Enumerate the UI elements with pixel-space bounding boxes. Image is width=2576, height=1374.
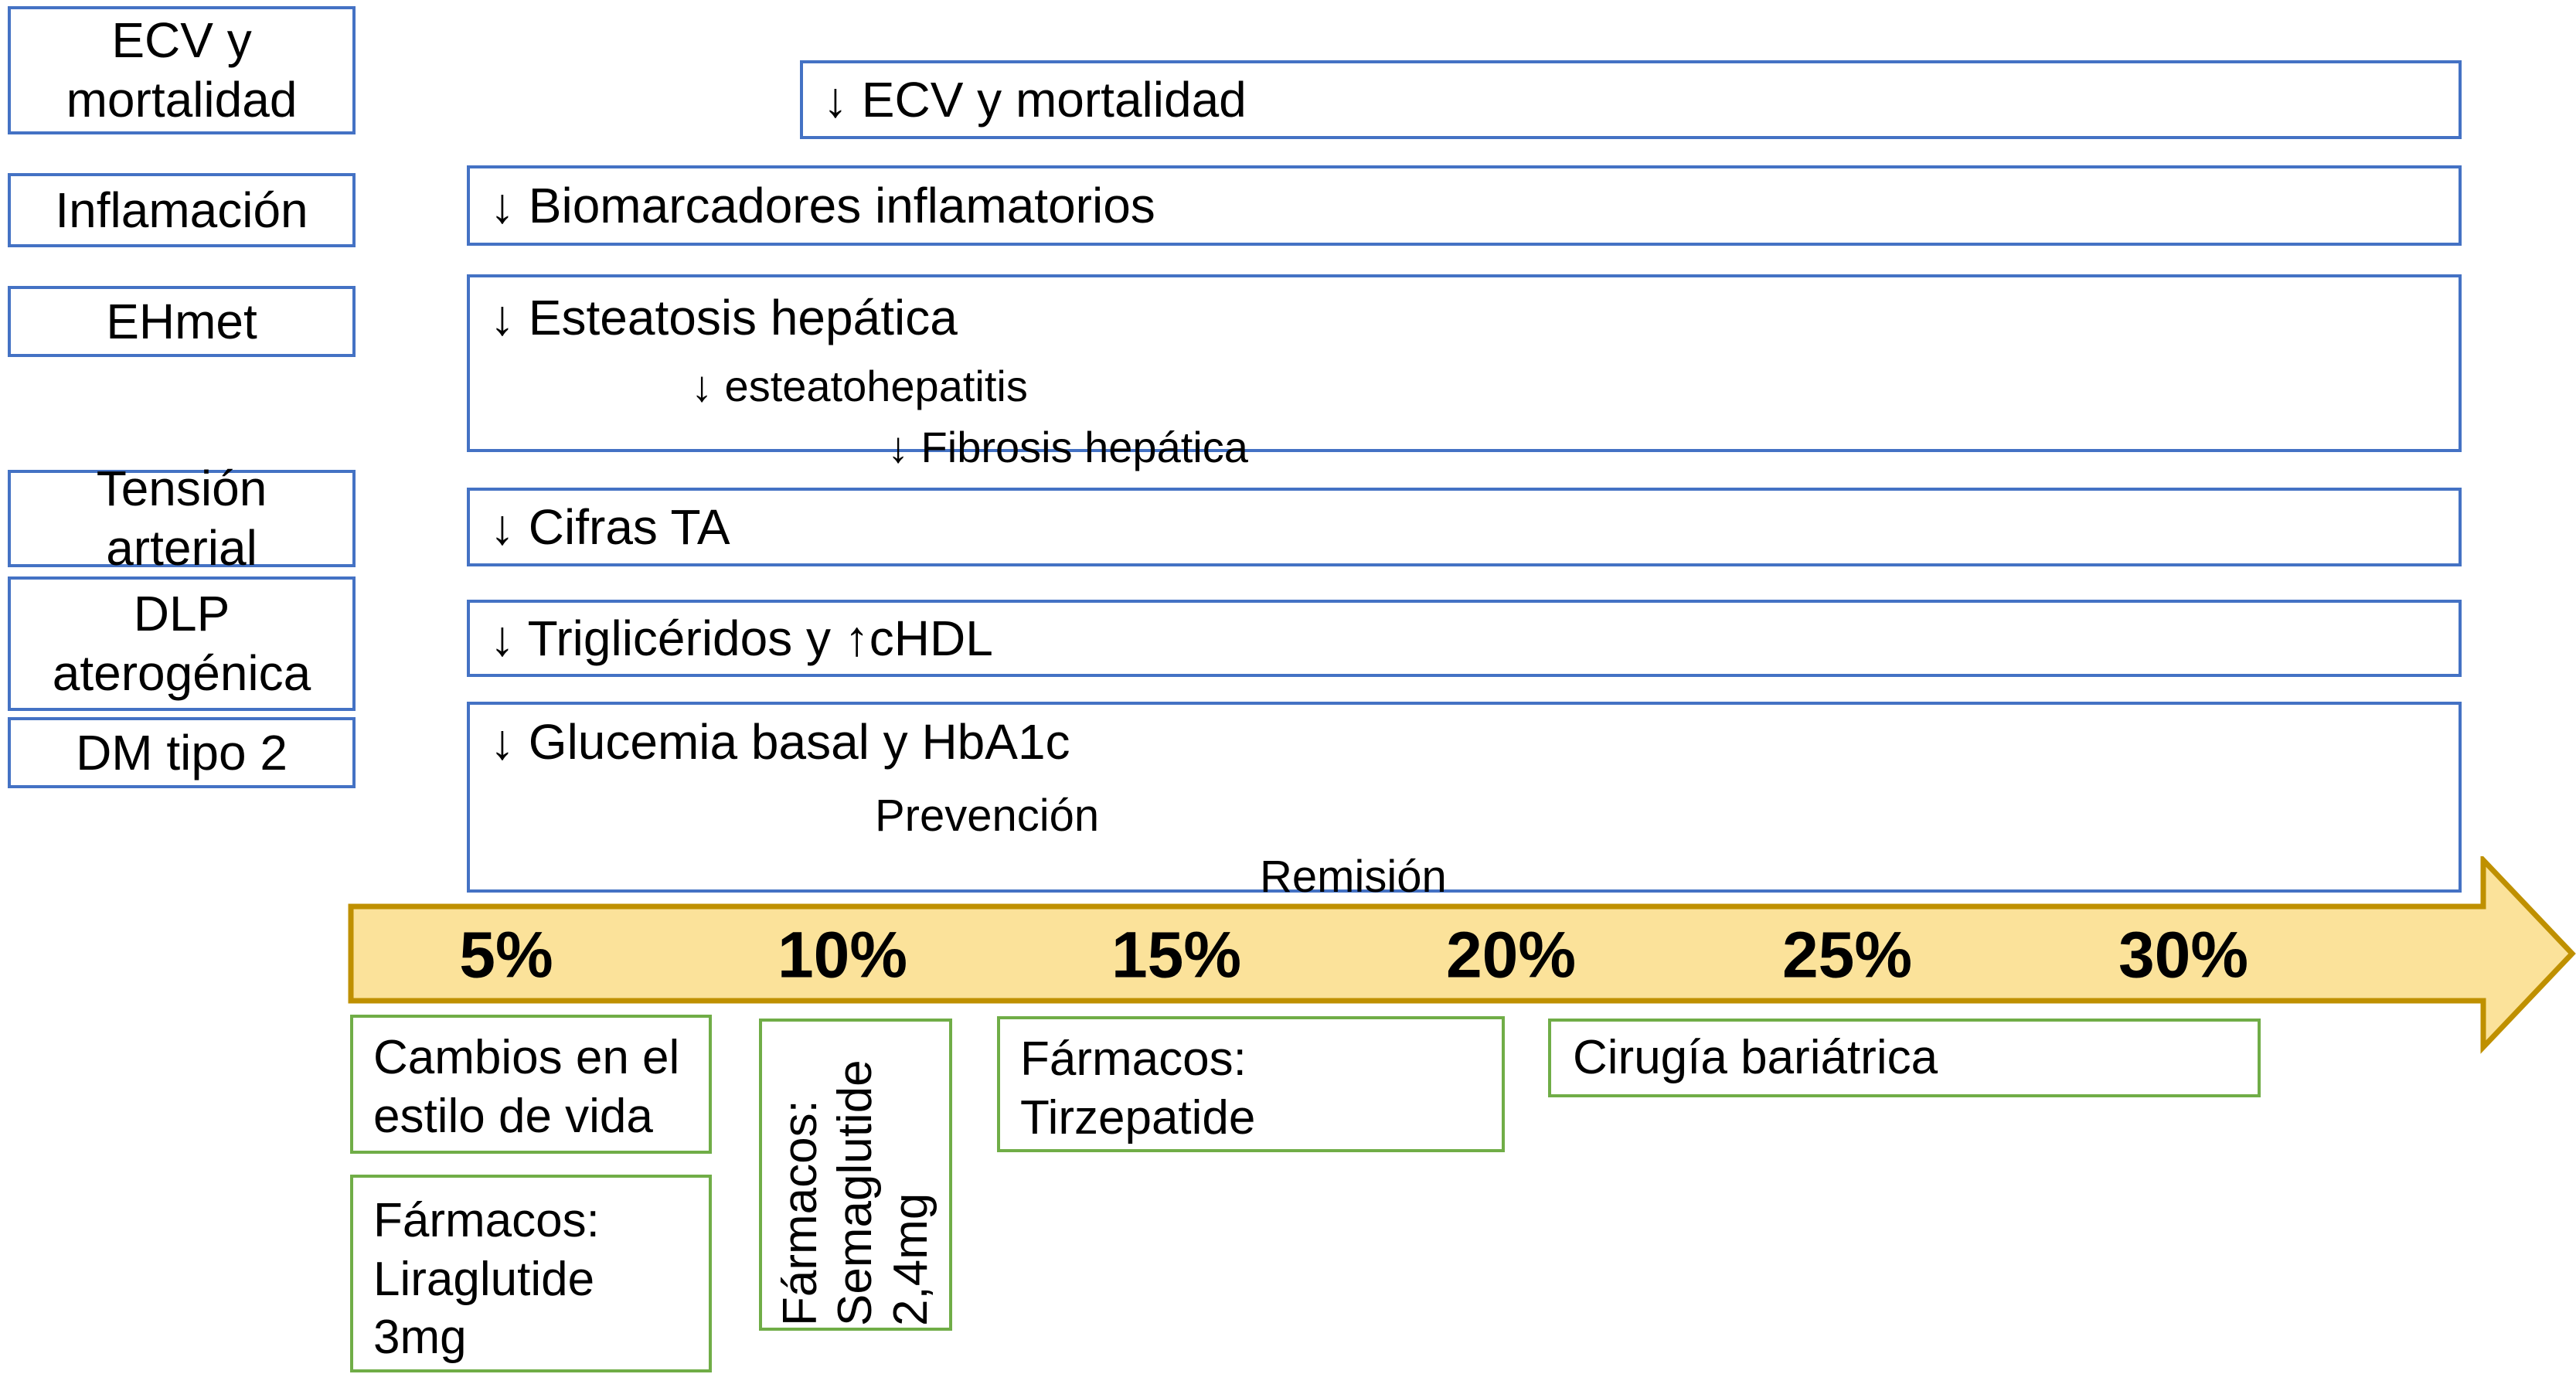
effect-line-esteatohepatitis: ↓ esteatohepatitis [691, 362, 1028, 410]
intervention-box-tirzepatide: Fármacos: Tirzepatide [997, 1016, 1505, 1152]
condition-box-dlp-aterogenica: DLP aterogénica [8, 576, 356, 711]
arrow-tick-10: 10% [777, 918, 908, 991]
condition-box-ecv-mortalidad: ECV y mortalidad [8, 6, 356, 134]
effect-box-biomarcadores: ↓ Biomarcadores inflamatorios [467, 165, 2462, 246]
condition-box-inflamacion: Inflamación [8, 173, 356, 247]
intervention-box-lifestyle: Cambios en el estilo de vida [350, 1015, 712, 1154]
effect-text: ↓ Cifras TA [490, 499, 730, 555]
intervention-box-liraglutide: Fármacos: Liraglutide 3mg [350, 1175, 712, 1372]
effect-text: ↓ ECV y mortalidad [823, 72, 1247, 128]
intervention-box-bariatric-surgery: Cirugía bariátrica [1548, 1019, 2261, 1097]
arrow-tick-20: 20% [1445, 918, 1577, 991]
effect-text: ↓ Biomarcadores inflamatorios [490, 178, 1155, 233]
effect-box-trigliceridos: ↓ Triglicéridos y ↑cHDL [467, 600, 2462, 677]
weight-loss-arrow [348, 856, 2576, 1054]
arrow-tick-30: 30% [2118, 918, 2249, 991]
condition-box-ehmet: EHmet [8, 286, 356, 357]
effect-box-cifras-ta: ↓ Cifras TA [467, 488, 2462, 566]
arrow-tick-25: 25% [1781, 918, 1913, 991]
rotated-semaglutide-label: Fármacos: Semaglutide 2,4mg [774, 1059, 938, 1326]
effect-box-ecv-mortalidad: ↓ ECV y mortalidad [800, 60, 2462, 139]
effect-box-ehmet: ↓ Esteatosis hepática ↓ esteatohepatitis… [467, 274, 2462, 471]
condition-box-tension-arterial: Tensión arterial [8, 461, 356, 576]
effect-line-esteatosis: ↓ Esteatosis hepática [490, 290, 958, 345]
effect-text: ↓ Triglicéridos y ↑cHDL [490, 610, 993, 666]
intervention-box-semaglutide: Fármacos: Semaglutide 2,4mg [759, 1019, 952, 1331]
effect-line-remision: Remisión [1260, 852, 1447, 902]
effect-line-fibrosis: ↓ Fibrosis hepática [887, 423, 1248, 471]
condition-box-dm-tipo2: DM tipo 2 [8, 717, 356, 788]
intervention-text: Cirugía bariátrica [1573, 1031, 1938, 1085]
right-arrow-shape [348, 856, 2576, 1054]
effect-line-prevencion: Prevención [875, 791, 1100, 841]
arrow-tick-15: 15% [1111, 918, 1242, 991]
arrow-tick-5: 5% [459, 918, 553, 991]
effect-box-glucemia: ↓ Glucemia basal y HbA1c Prevención Remi… [467, 702, 2462, 902]
effect-line-glucemia: ↓ Glucemia basal y HbA1c [490, 714, 1070, 770]
